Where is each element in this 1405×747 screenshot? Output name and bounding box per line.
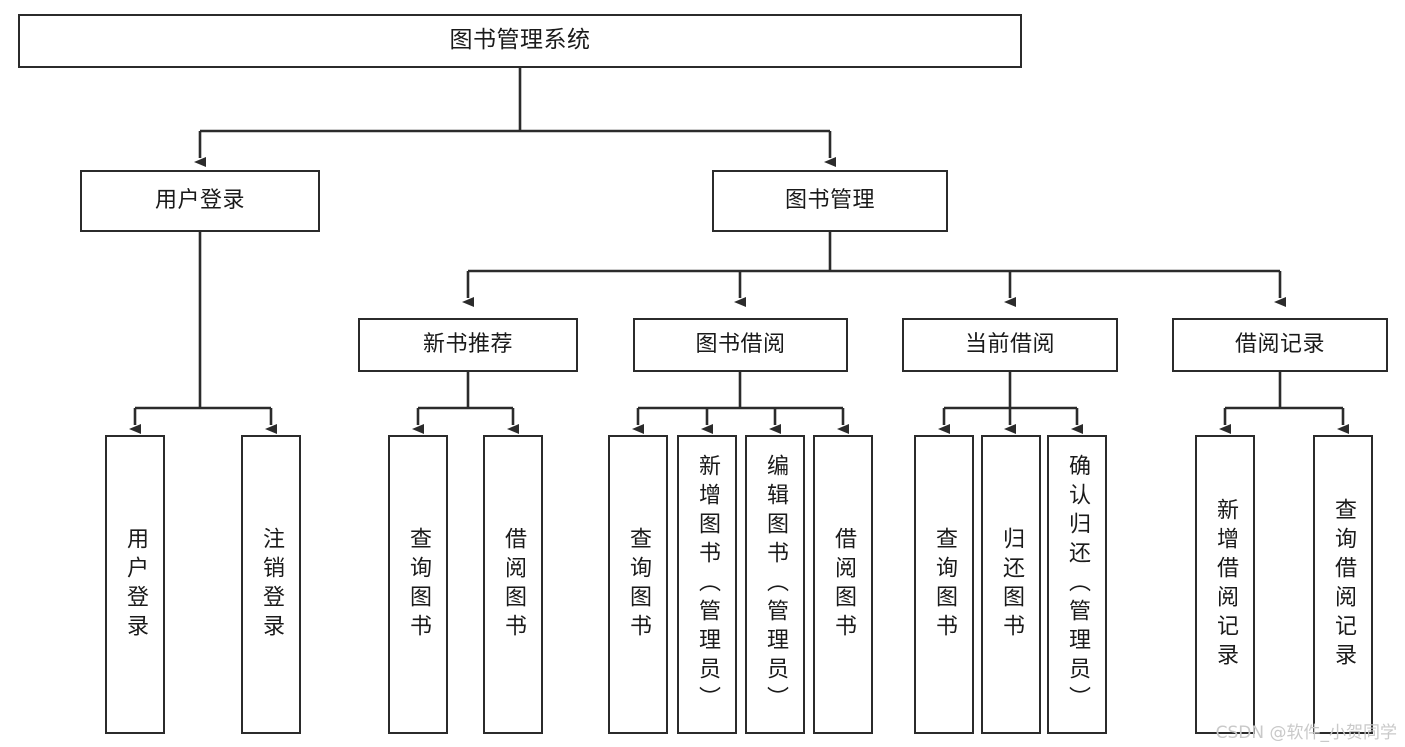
node-leaf-query-book-1-label: 查询图书 — [406, 526, 431, 643]
node-leaf-edit-book[interactable]: 编辑图书（管理员） — [745, 435, 805, 734]
node-leaf-add-record-label: 新增借阅记录 — [1213, 497, 1238, 672]
node-user-login-label: 用户登录 — [154, 188, 245, 214]
node-leaf-confirm-return-label: 确认归还（管理员） — [1065, 454, 1090, 715]
node-leaf-query-book-3-label: 查询图书 — [932, 526, 957, 643]
node-new-book-recommend-label: 新书推荐 — [422, 332, 513, 358]
node-leaf-add-record[interactable]: 新增借阅记录 — [1195, 435, 1255, 734]
node-leaf-user-login[interactable]: 用户登录 — [105, 435, 165, 734]
node-leaf-borrow-book-2[interactable]: 借阅图书 — [813, 435, 873, 734]
node-book-borrow[interactable]: 图书借阅 — [633, 318, 848, 372]
node-book-manage[interactable]: 图书管理 — [712, 170, 948, 232]
node-leaf-confirm-return[interactable]: 确认归还（管理员） — [1047, 435, 1107, 734]
node-borrow-record[interactable]: 借阅记录 — [1172, 318, 1388, 372]
node-leaf-query-book-2[interactable]: 查询图书 — [608, 435, 668, 734]
node-leaf-return-book[interactable]: 归还图书 — [981, 435, 1041, 734]
node-leaf-query-record[interactable]: 查询借阅记录 — [1313, 435, 1373, 734]
node-root-label: 图书管理系统 — [449, 27, 591, 54]
node-leaf-query-book-2-label: 查询图书 — [626, 526, 651, 643]
node-leaf-add-book[interactable]: 新增图书（管理员） — [677, 435, 737, 734]
node-leaf-query-record-label: 查询借阅记录 — [1331, 497, 1356, 672]
node-leaf-borrow-book-2-label: 借阅图书 — [831, 526, 856, 643]
node-current-borrow-label: 当前借阅 — [964, 332, 1055, 358]
node-leaf-query-book-1[interactable]: 查询图书 — [388, 435, 448, 734]
node-leaf-add-book-label: 新增图书（管理员） — [695, 454, 720, 715]
node-leaf-return-book-label: 归还图书 — [999, 526, 1024, 643]
node-leaf-user-login-label: 用户登录 — [123, 526, 148, 643]
node-book-manage-label: 图书管理 — [784, 188, 875, 214]
node-leaf-edit-book-label: 编辑图书（管理员） — [763, 454, 788, 715]
node-leaf-query-book-3[interactable]: 查询图书 — [914, 435, 974, 734]
node-leaf-borrow-book-1-label: 借阅图书 — [501, 526, 526, 643]
node-leaf-user-logout[interactable]: 注销登录 — [241, 435, 301, 734]
node-user-login[interactable]: 用户登录 — [80, 170, 320, 232]
csdn-watermark: CSDN @软件_小贺同学 — [1215, 723, 1397, 743]
node-book-borrow-label: 图书借阅 — [695, 332, 786, 358]
node-leaf-user-logout-label: 注销登录 — [259, 526, 284, 643]
node-new-book-recommend[interactable]: 新书推荐 — [358, 318, 578, 372]
node-root[interactable]: 图书管理系统 — [18, 14, 1022, 68]
node-leaf-borrow-book-1[interactable]: 借阅图书 — [483, 435, 543, 734]
node-current-borrow[interactable]: 当前借阅 — [902, 318, 1118, 372]
node-borrow-record-label: 借阅记录 — [1234, 332, 1325, 358]
